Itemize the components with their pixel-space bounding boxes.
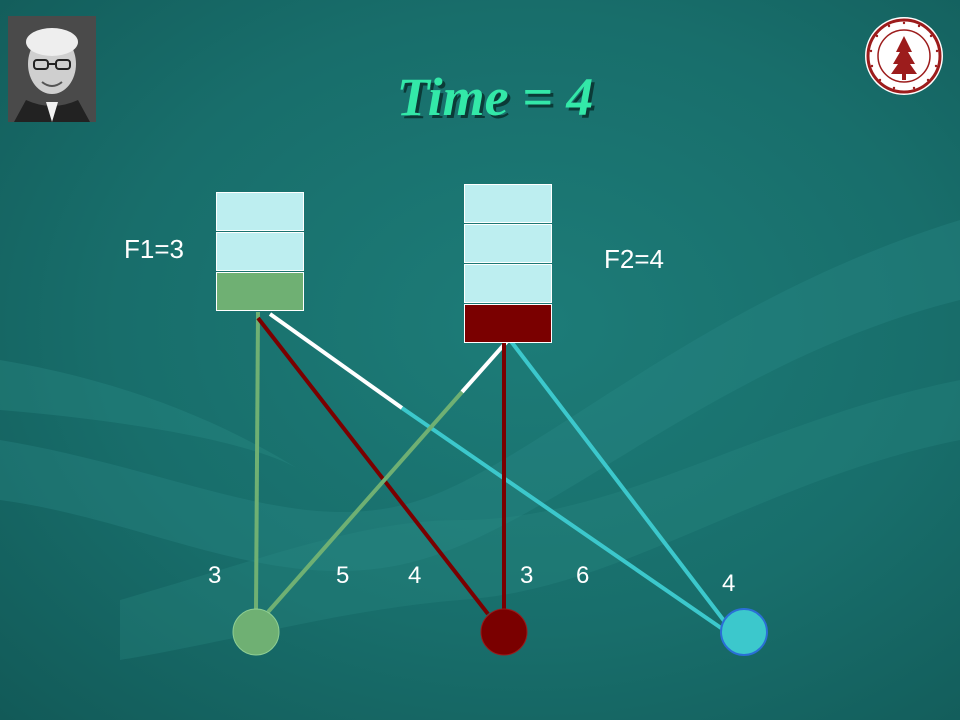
client-node-green bbox=[232, 608, 280, 656]
portrait-photo bbox=[8, 16, 96, 122]
facility-f2-stack bbox=[464, 184, 552, 344]
facility-f2-label: F2=4 bbox=[604, 244, 664, 274]
edge-cost-label: 3 bbox=[208, 562, 222, 589]
facility-f2-slot-3 bbox=[464, 264, 552, 303]
edge-f1-client3-white bbox=[268, 312, 404, 410]
edge-cost-label: 6 bbox=[576, 562, 590, 589]
edge-cost-label: 4 bbox=[408, 562, 422, 589]
edge-f1-client1 bbox=[254, 311, 260, 611]
facility-f2-slot-2 bbox=[464, 224, 552, 263]
edge-f2-client1-green bbox=[266, 390, 464, 614]
university-seal-logo bbox=[865, 17, 943, 95]
client-node-red bbox=[480, 608, 528, 656]
facility-f1-stack bbox=[216, 192, 304, 313]
facility-f2-slot-4-filled bbox=[464, 304, 552, 343]
facility-f1-slot-2 bbox=[216, 232, 304, 271]
edge-f2-client3 bbox=[508, 338, 730, 628]
client-node-cyan bbox=[720, 608, 768, 656]
edge-f1-client2 bbox=[256, 316, 490, 616]
facility-f1-label: F1=3 bbox=[124, 234, 184, 264]
slide-title: Time = 4 bbox=[396, 67, 594, 127]
edge-f1-client3-cyan bbox=[400, 406, 726, 632]
edge-cost-label: 3 bbox=[520, 562, 534, 589]
edge-cost-label: 5 bbox=[336, 562, 350, 589]
facility-f2-slot-1 bbox=[464, 184, 552, 223]
facility-f1-slot-3-filled bbox=[216, 272, 304, 311]
edge-cost-label: 4 bbox=[722, 570, 736, 597]
facility-f1-slot-1 bbox=[216, 192, 304, 231]
